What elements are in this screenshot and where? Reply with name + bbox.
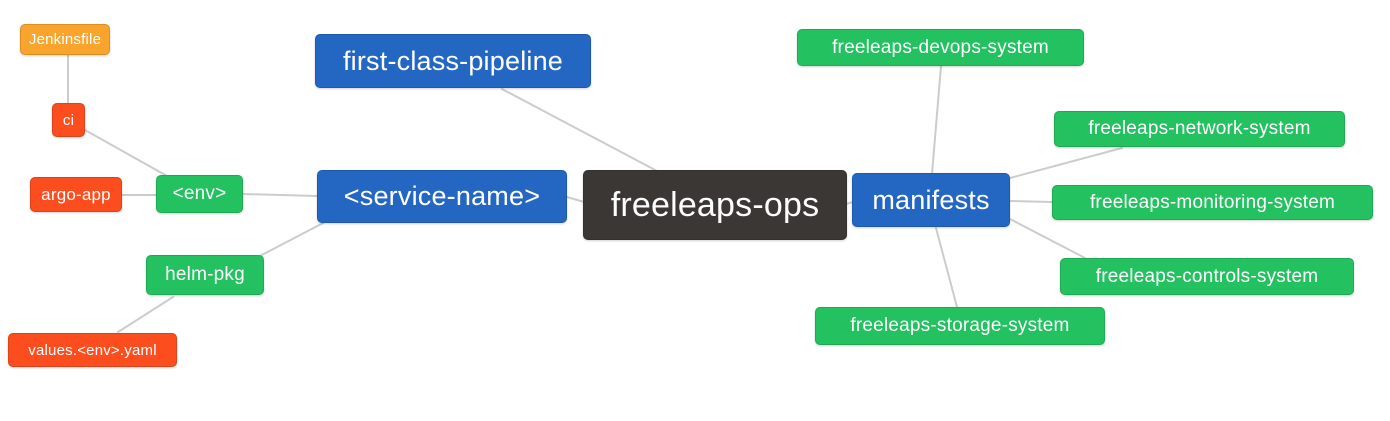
node-helm-pkg[interactable]: helm-pkg (146, 255, 264, 295)
node-jenkinsfile[interactable]: Jenkinsfile (20, 24, 110, 55)
edge-helm-pkg--service-name (257, 221, 326, 258)
node-ci[interactable]: ci (52, 103, 85, 137)
edge-first-class-pipeline--freeleaps-ops (501, 88, 658, 172)
node-first-class-pipeline[interactable]: first-class-pipeline (315, 34, 591, 88)
node-argo-app[interactable]: argo-app (30, 177, 122, 212)
edge-ci--env (84, 129, 168, 177)
edge-manifests--freeleaps-devops-system (931, 65, 942, 175)
edge-service-name--freeleaps-ops (566, 196, 585, 203)
node-freeleaps-ops[interactable]: freeleaps-ops (583, 170, 847, 240)
edge-manifests--freeleaps-storage-system (935, 227, 958, 308)
node-freeleaps-storage-system[interactable]: freeleaps-storage-system (815, 307, 1105, 345)
edge-manifests--freeleaps-monitoring-system (1009, 200, 1053, 203)
node-service-name[interactable]: <service-name> (317, 170, 567, 223)
node-values-env-yaml[interactable]: values.<env>.yaml (8, 333, 177, 367)
edge-values-env-yaml--helm-pkg (117, 296, 174, 333)
edge-manifests--freeleaps-controls-system (1009, 218, 1086, 259)
node-manifests[interactable]: manifests (852, 173, 1010, 227)
node-freeleaps-devops-system[interactable]: freeleaps-devops-system (797, 29, 1084, 66)
edge-env--service-name (242, 193, 318, 197)
node-freeleaps-network-system[interactable]: freeleaps-network-system (1054, 111, 1345, 147)
node-env[interactable]: <env> (156, 175, 243, 213)
edge-manifests--freeleaps-network-system (1009, 147, 1123, 179)
node-freeleaps-monitoring-system[interactable]: freeleaps-monitoring-system (1052, 185, 1373, 220)
edge-freeleaps-ops--manifests (845, 201, 854, 205)
node-freeleaps-controls-system[interactable]: freeleaps-controls-system (1060, 258, 1354, 295)
